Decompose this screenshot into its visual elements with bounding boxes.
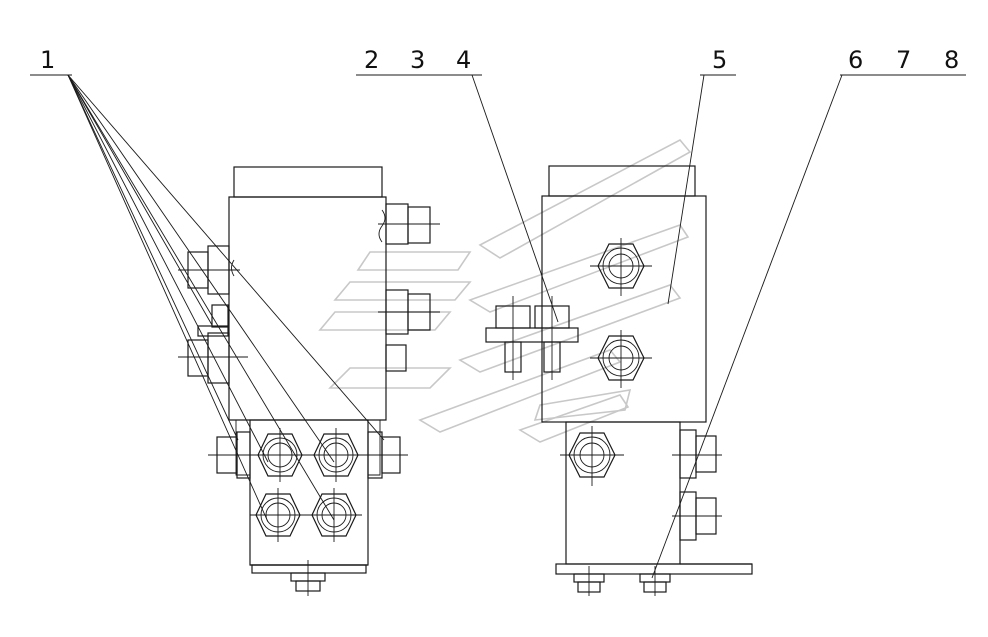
watermark-logo	[318, 138, 692, 443]
right-block-ports	[560, 238, 652, 486]
right-valve-block	[541, 165, 753, 596]
callout-labels: 1 2 3 4 5 6 7 8	[40, 46, 959, 74]
hex-port-g	[560, 426, 624, 486]
callout-6: 6	[848, 46, 863, 74]
leader-lines	[30, 74, 966, 579]
hex-port-b	[308, 428, 364, 482]
callout-4: 4	[456, 46, 471, 74]
callout-1: 1	[40, 46, 55, 74]
hex-port-e	[590, 238, 652, 296]
callout-5: 5	[712, 46, 727, 74]
hex-port-c	[250, 488, 306, 542]
callout-8: 8	[944, 46, 959, 74]
hex-port-f	[590, 330, 652, 388]
left-valve-block	[178, 166, 440, 596]
callout-3: 3	[410, 46, 425, 74]
center-connector	[485, 296, 579, 380]
callout-7: 7	[896, 46, 911, 74]
callout-2: 2	[364, 46, 379, 74]
hex-port-d	[306, 488, 362, 542]
left-manifold-ports	[250, 428, 364, 542]
hex-port-a	[252, 428, 308, 482]
